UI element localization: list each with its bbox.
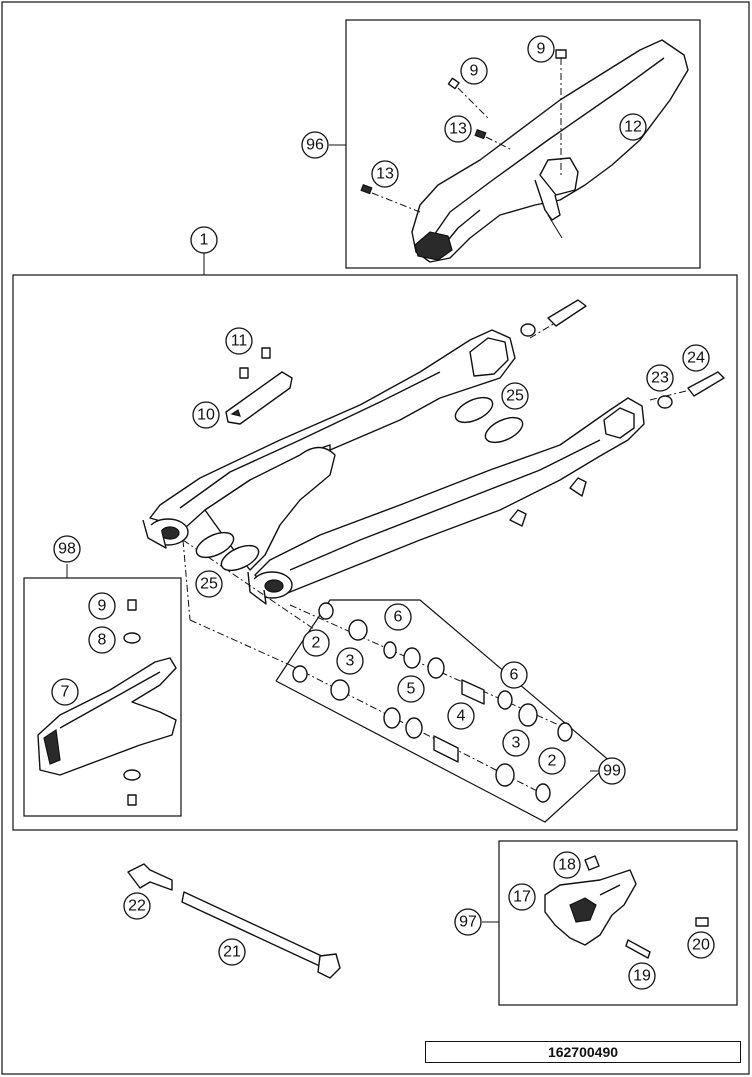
callout-4-spacer-sleeve: 4 [447,702,475,730]
chain-guard-kit-frame [345,19,701,269]
callout-3-bearing-right: 3 [502,729,530,757]
svg-text:3: 3 [346,653,355,670]
callout-2-bush-right: 2 [538,747,566,775]
svg-text:96: 96 [306,137,324,154]
callout-96-chain-guard-kit: 96 [301,131,329,159]
svg-text:9: 9 [98,598,107,615]
callout-9-slider-screw: 9 [88,592,116,620]
callout-22-pivot-nut: 22 [123,892,151,920]
callout-10-cable-holder: 10 [192,401,220,429]
svg-text:98: 98 [58,541,76,558]
pivot-nut-part [127,863,173,891]
svg-text:2: 2 [312,635,321,652]
swingarm-frame [12,274,738,831]
swingarm-lower-arm [254,397,645,599]
callout-99-bearing-kit: 99 [598,757,626,785]
chain-slider-kit-frame [23,577,182,817]
svg-text:10: 10 [197,407,215,424]
svg-text:21: 21 [223,944,241,961]
svg-text:18: 18 [558,857,576,874]
callout-13-guard-lower: 13 [371,160,399,188]
chain-guide-kit-frame [498,840,738,1006]
chain-guard-screw-mid [474,129,513,151]
callout-97-chain-guide-kit: 97 [454,908,482,936]
svg-text:25: 25 [200,576,218,593]
chain-guard-part [411,39,689,263]
svg-text:2: 2 [548,753,557,770]
callout-7-chain-slider: 7 [51,678,79,706]
svg-text:17: 17 [513,889,531,906]
chain-slider-part [37,599,177,806]
svg-text:19: 19 [633,968,651,985]
callout-8-washer: 8 [88,626,116,654]
callout-9-guard-upper: 9 [460,57,488,85]
callout-6-seal-right: 6 [500,661,528,689]
callout-3-bearing-left: 3 [336,647,364,675]
bearing-kit-frame [275,599,612,823]
protector-front-lower [195,531,235,559]
svg-text:11: 11 [231,333,248,350]
protector-rear-upper [454,396,494,424]
svg-text:23: 23 [651,370,669,387]
chain-guard-kit-group [329,19,701,269]
swingarm-group [12,252,738,831]
callout-2-bush-left: 2 [302,629,330,657]
callout-18-guide-nut: 18 [553,851,581,879]
callout-25-protector-lower: 25 [195,570,223,598]
svg-text:12: 12 [624,119,642,136]
callout-1-swingarm: 1 [190,226,218,254]
callout-13-guard-mid: 13 [444,115,472,143]
callout-21-pivot-shaft: 21 [218,938,246,966]
callout-9-guard-top: 9 [527,35,555,63]
bearing-parts [292,602,573,803]
callout-17-chain-guide: 17 [508,883,536,911]
cable-holder-part [225,347,293,425]
adjuster-bolt-upper [520,299,587,337]
callout-19-guide-screw: 19 [628,962,656,990]
callout-12-chain-guard: 12 [619,113,647,141]
svg-text:5: 5 [407,681,416,698]
pivot-shaft-part [181,891,327,969]
document-number: 162700490 [425,1041,741,1063]
chain-guide-kit-group [482,840,738,1006]
svg-text:4: 4 [457,708,466,725]
svg-text:6: 6 [510,667,519,684]
adjuster-bolt-lower [657,371,725,409]
callout-6-seal-left: 6 [384,603,412,631]
svg-text:25: 25 [506,388,524,405]
svg-text:9: 9 [470,63,479,80]
callout-23-nut: 23 [646,364,674,392]
chain-guard-screw-top [555,49,567,175]
svg-text:9: 9 [537,41,546,58]
chain-guard-screw-upper [447,77,489,119]
callout-5-spacer-bush: 5 [397,675,425,703]
svg-text:97: 97 [459,914,477,931]
svg-text:8: 8 [98,632,107,649]
svg-text:6: 6 [394,609,403,626]
svg-text:20: 20 [692,937,710,954]
svg-text:3: 3 [512,735,521,752]
chain-guard-screw-lower [360,184,421,213]
callout-24-adjuster-bolt: 24 [682,344,710,372]
callout-25-protector-upper: 25 [501,382,529,410]
svg-text:24: 24 [687,350,705,367]
pivot-shaft-group [127,863,341,979]
callout-20-guide-screw: 20 [687,931,715,959]
svg-text:13: 13 [376,166,394,183]
svg-text:99: 99 [603,763,621,780]
callout-11-holder-screw: 11 [225,327,253,355]
svg-text:13: 13 [449,121,467,138]
svg-text:1: 1 [200,232,209,249]
svg-text:22: 22 [128,898,146,915]
svg-text:7: 7 [61,684,70,701]
callout-98-chain-slider-kit: 98 [53,535,81,563]
